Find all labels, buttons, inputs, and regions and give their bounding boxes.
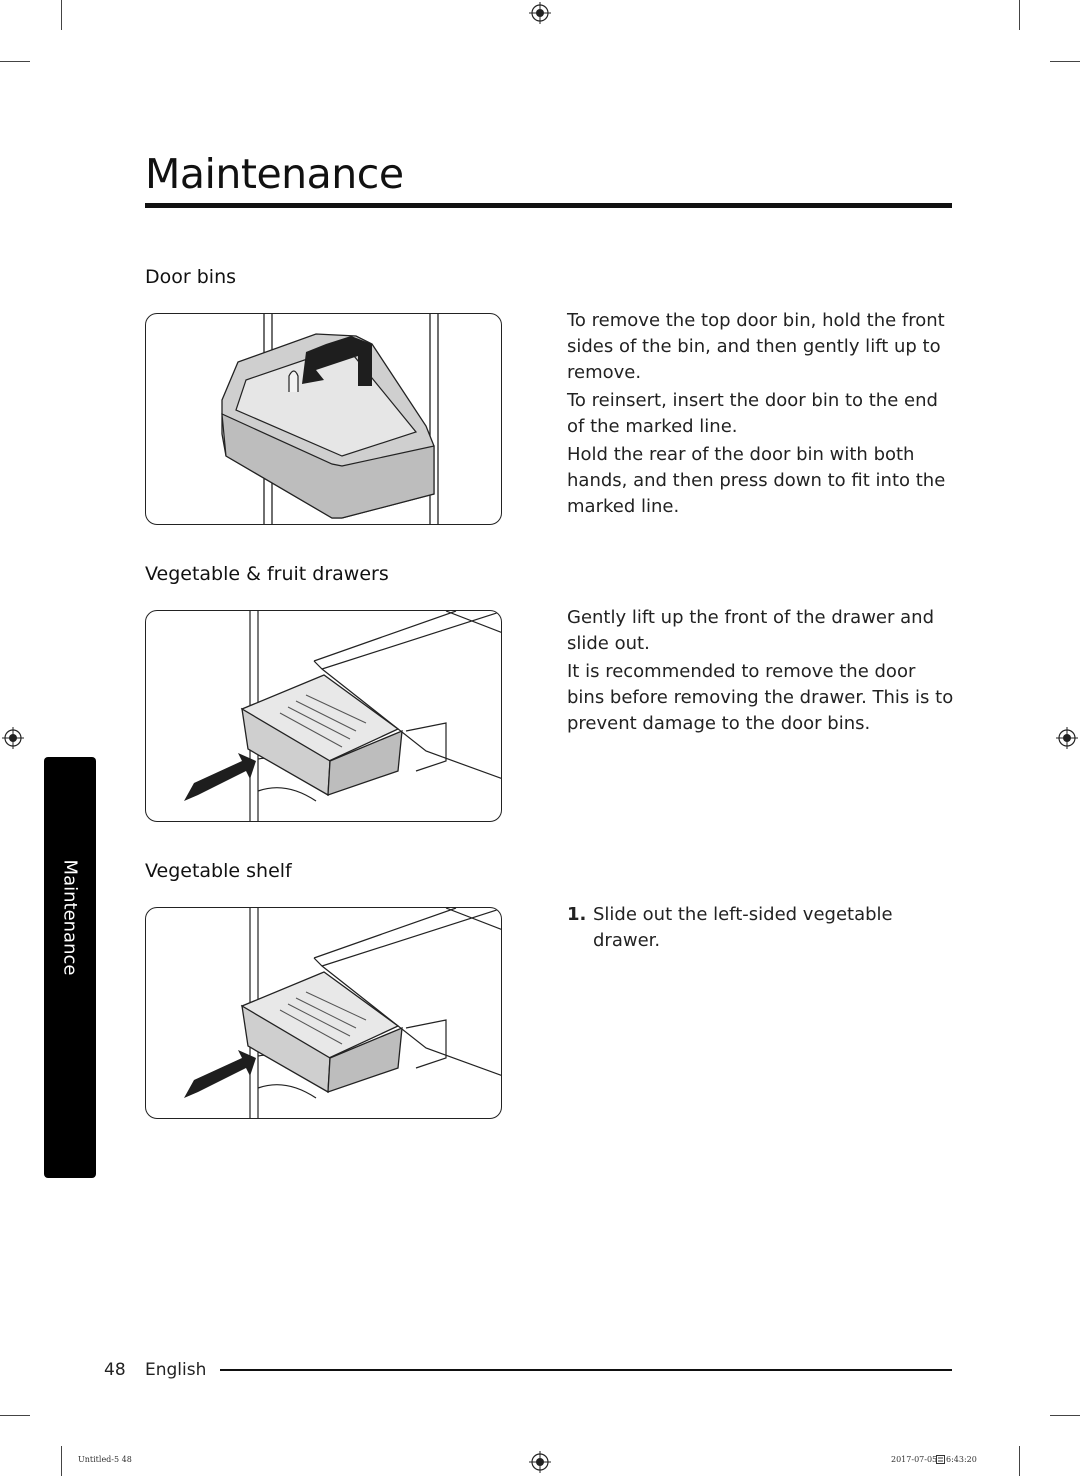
registration-mark-icon — [2, 727, 24, 749]
vegetable-shelf-instructions: 1. Slide out the left-sided vegetable dr… — [567, 902, 957, 954]
slug-date: 2017-07-05 — [891, 1455, 938, 1464]
paragraph: Hold the rear of the door bin with both … — [567, 444, 946, 517]
door-bin-figure — [145, 313, 502, 525]
section-heading-vegetable-fruit-drawers: Vegetable & fruit drawers — [145, 563, 389, 585]
paragraph: To remove the top door bin, hold the fro… — [567, 310, 945, 383]
paragraph: It is recommended to remove the door bin… — [567, 661, 954, 734]
registration-mark-icon — [529, 2, 551, 24]
section-heading-door-bins: Door bins — [145, 266, 237, 288]
clock-icon — [936, 1455, 945, 1464]
crop-mark — [0, 1415, 30, 1416]
drawer-figure — [145, 610, 502, 822]
side-tab: Maintenance — [44, 757, 96, 1178]
footer-rule — [220, 1369, 952, 1371]
section-heading-vegetable-shelf: Vegetable shelf — [145, 860, 292, 882]
footer-language: English — [145, 1360, 207, 1380]
paragraph: To reinsert, insert the door bin to the … — [567, 390, 938, 437]
door-bin-illustration — [221, 314, 439, 524]
paragraph: Gently lift up the front of the drawer a… — [567, 607, 934, 654]
door-bins-instructions: To remove the top door bin, hold the fro… — [567, 308, 957, 522]
crop-mark — [0, 61, 30, 62]
title-rule — [145, 203, 952, 208]
crop-mark — [61, 0, 62, 30]
crop-mark — [1050, 1415, 1080, 1416]
slug-time: 6:43:20 — [946, 1455, 977, 1464]
page-number: 48 — [104, 1360, 126, 1380]
side-tab-label: Maintenance — [59, 859, 81, 976]
crop-mark — [1050, 61, 1080, 62]
vegetable-shelf-figure — [145, 907, 502, 1119]
step-text: Slide out the left-sided vegetable drawe… — [593, 904, 893, 951]
vegetable-shelf-illustration — [184, 908, 501, 1118]
step-item: 1. Slide out the left-sided vegetable dr… — [567, 902, 957, 954]
registration-mark-icon — [529, 1451, 551, 1473]
drawer-instructions: Gently lift up the front of the drawer a… — [567, 605, 957, 739]
step-number: 1. — [567, 904, 587, 925]
crop-mark — [1019, 1446, 1020, 1476]
slug-file: Untitled-5 48 — [78, 1455, 132, 1464]
crop-mark — [61, 1446, 62, 1476]
page-title: Maintenance — [145, 150, 404, 198]
crop-mark — [1019, 0, 1020, 30]
drawer-removal-illustration — [184, 611, 501, 821]
registration-mark-icon — [1056, 727, 1078, 749]
